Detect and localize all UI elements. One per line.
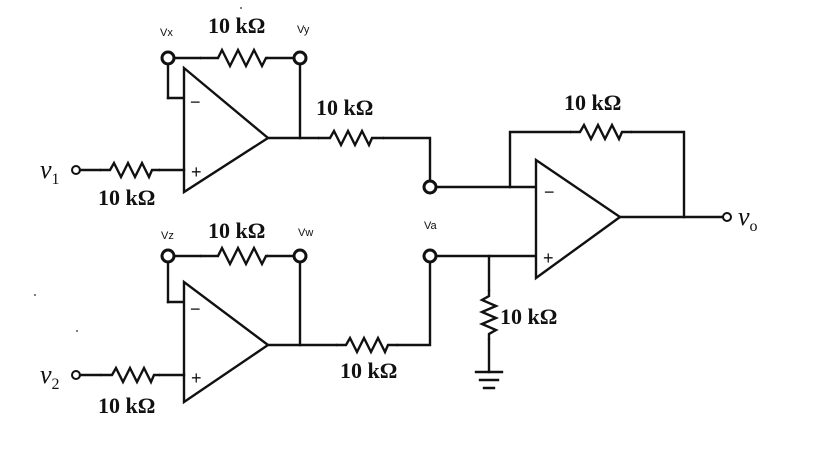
opamp-bottom-minus: − [190,299,201,319]
label-r-v2: 10 kΩ [98,393,155,418]
node-vw [292,248,308,264]
resistor-top-to-diff [318,128,384,148]
wire-top-feedback-right [266,56,302,140]
label-vy: Vy [297,24,310,36]
label-r-ground: 10 kΩ [500,304,557,329]
node-vy [292,50,308,66]
resistor-bottom-to-diff [336,335,398,355]
wire-diff-feedback-left [508,130,572,189]
resistor-top-feedback [200,47,268,69]
opamp-diff-minus: − [544,182,555,202]
opamp-bottom [182,279,271,405]
wire-bottom-feedback-right [266,254,302,347]
opamp-top [182,65,271,195]
label-vo: vo [738,202,758,235]
resistor-v2 [100,365,160,385]
label-v1: v1 [40,155,60,188]
vo-terminal [722,212,732,222]
label-va: Va [424,220,438,232]
label-r-top-to-diff: 10 kΩ [316,95,373,120]
label-r-bottom-feedback: 10 kΩ [208,218,265,243]
opamp-bottom-plus: + [191,368,202,388]
label-vx: Vx [160,27,173,39]
node-va [422,248,438,264]
label-r-bottom-to-diff: 10 kΩ [340,358,397,383]
wire-bottom-to-diff [396,260,432,347]
node-vz [160,248,176,264]
wire-top-to-diff [382,136,432,182]
label-r-v1: 10 kΩ [98,185,155,210]
scan-speck [240,7,242,9]
scan-speck [76,330,78,332]
label-v2: v2 [40,360,60,393]
top-opamp-stage: − + [71,47,320,195]
node-diff-inverting [422,179,438,195]
label-vz: Vz [161,230,174,242]
opamp-top-minus: − [190,92,201,112]
ground-symbol [474,370,504,390]
node-vx [160,50,176,66]
resistor-bottom-feedback [200,245,268,267]
resistor-v1 [100,160,160,180]
difference-amp-stage: − + [434,122,732,390]
resistor-diff-feedback [570,122,632,142]
opamp-top-plus: + [191,162,202,182]
opamp-diff-plus: + [543,248,554,268]
label-r-top-feedback: 10 kΩ [208,13,265,38]
scan-speck [34,294,36,296]
wire-diff-feedback-right [630,130,686,219]
bottom-opamp-stage: − + [71,245,338,405]
resistor-ground [478,290,500,340]
label-vw: Vw [298,227,313,239]
opamp-difference [534,157,623,281]
label-r-diff-feedback: 10 kΩ [564,90,621,115]
